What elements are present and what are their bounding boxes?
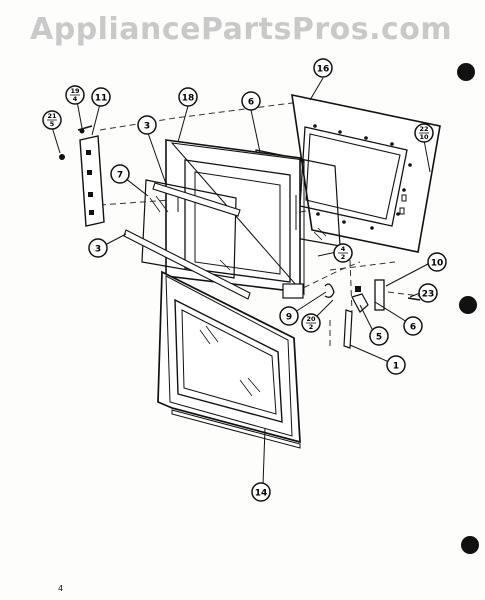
hinge-bracket-part [59,125,105,227]
callout-3: 3 [88,238,108,258]
svg-text:22: 22 [419,125,428,133]
svg-text:14: 14 [255,489,268,499]
svg-text:11: 11 [95,94,108,104]
callout-14: 14 [251,482,271,502]
callout-11: 11 [91,87,111,107]
svg-text:5: 5 [50,120,55,128]
svg-text:10: 10 [431,259,444,269]
svg-text:4: 4 [73,95,78,103]
callout-5: 5 [369,326,389,346]
svg-text:1: 1 [393,362,399,372]
callout-4-2: 4 2 [333,243,353,263]
svg-text:9: 9 [286,313,292,323]
callout-22-10: 22 10 [414,123,434,143]
glass-pane-part [141,179,237,279]
callout-20-2: 20 2 [301,313,321,333]
svg-text:2: 2 [309,323,314,331]
svg-text:4: 4 [341,245,346,253]
callout-18: 18 [178,87,198,107]
callout-6: 6 [403,316,423,336]
callout-19-4: 19 4 [65,85,85,105]
binder-hole-icon [457,63,475,81]
hinge-hardware-part [324,279,421,349]
callout-3: 3 [137,115,157,135]
outer-door-part [157,270,301,449]
binder-hole-icon [459,296,477,314]
leader-lines [51,77,431,486]
svg-text:7: 7 [117,171,123,181]
svg-text:3: 3 [144,122,150,132]
trim-strip-part [123,182,251,300]
callout-16: 16 [313,58,333,78]
svg-text:2: 2 [341,253,346,261]
callout-10: 10 [427,252,447,272]
svg-text:21: 21 [47,112,57,120]
svg-text:20: 20 [306,315,316,323]
svg-text:16: 16 [317,65,330,75]
svg-text:6: 6 [248,98,254,108]
callout-21-5: 21 5 [42,110,62,130]
svg-text:5: 5 [376,333,382,343]
page-number: 4 [58,584,64,593]
callout-1: 1 [386,355,406,375]
watermark: AppliancePartsPros.com [30,12,453,47]
callout-6: 6 [241,91,261,111]
svg-text:23: 23 [422,290,435,300]
back-panel-part [291,93,441,253]
svg-text:3: 3 [95,245,101,255]
inner-door-frame-part [165,139,305,299]
svg-text:19: 19 [70,87,80,95]
callout-7: 7 [110,164,130,184]
binder-hole-icon [461,536,479,554]
svg-text:6: 6 [410,323,416,333]
svg-text:10: 10 [419,133,429,141]
svg-text:18: 18 [182,94,195,104]
callout-23: 23 [418,283,438,303]
callout-9: 9 [279,306,299,326]
